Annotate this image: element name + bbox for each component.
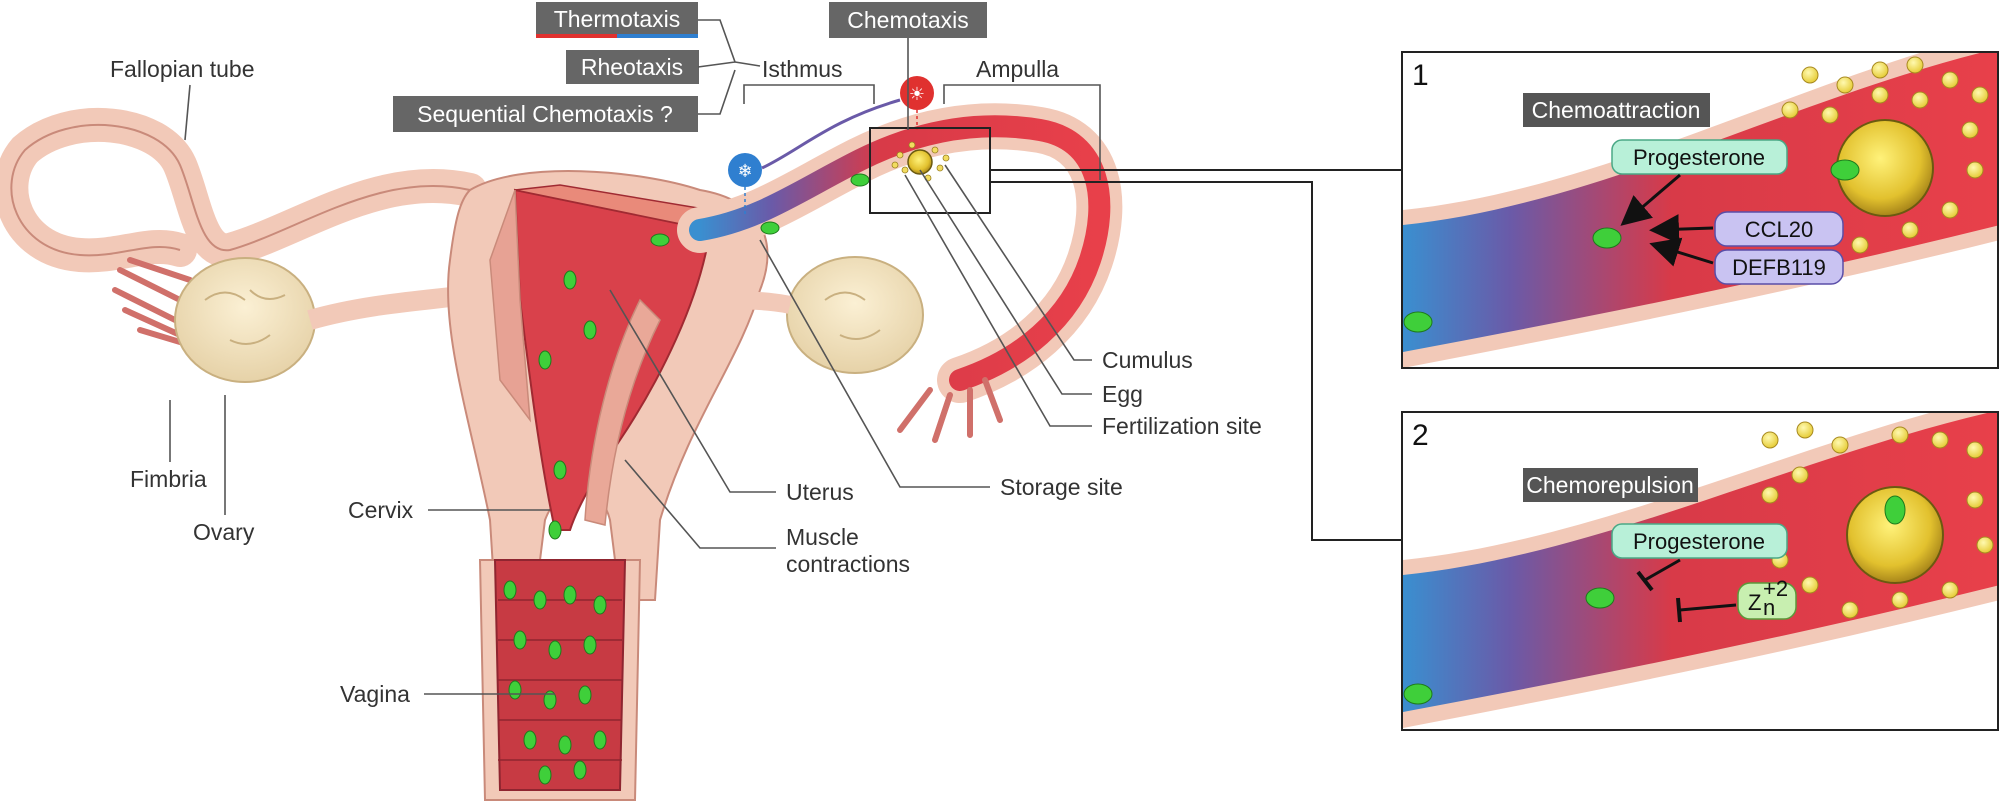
chemotaxis-box: Chemotaxis	[829, 2, 987, 38]
muscle-label-line1: Muscle	[786, 524, 859, 550]
rheotaxis-label: Rheotaxis	[581, 54, 683, 80]
isthmus-label: Isthmus	[762, 56, 843, 82]
panel-chemorepulsion: 2 Chemorepulsion Progesterone Z n +2	[1401, 411, 1999, 731]
cumulus-label: Cumulus	[1102, 347, 1193, 373]
panel1-ccl20-pill: CCL20	[1745, 217, 1813, 242]
panel2-zinc-label: Z	[1748, 590, 1761, 615]
egg	[907, 149, 933, 175]
panel2-zinc-subscript: n	[1763, 595, 1775, 620]
fallopian-tube-lumen	[689, 115, 1111, 391]
cold-thermometer-icon: ❄	[728, 153, 762, 187]
cervix-label: Cervix	[348, 497, 414, 523]
muscle-label-line2: contractions	[786, 551, 910, 577]
panel2-title: Chemorepulsion	[1526, 472, 1693, 498]
panel1-progesterone-pill: Progesterone	[1633, 145, 1765, 170]
ovary-label: Ovary	[193, 519, 255, 545]
fertilization-site-label: Fertilization site	[1102, 413, 1262, 439]
uterus-label: Uterus	[786, 479, 854, 505]
vagina-label: Vagina	[340, 681, 410, 707]
svg-text:❄: ❄	[737, 161, 752, 182]
fallopian-tube-label: Fallopian tube	[110, 56, 255, 82]
fimbria-label: Fimbria	[130, 466, 207, 492]
panel2-progesterone-pill: Progesterone	[1633, 529, 1765, 554]
thermotaxis-label: Thermotaxis	[554, 6, 681, 32]
rheotaxis-box: Rheotaxis	[566, 50, 699, 84]
left-ovary	[174, 257, 316, 383]
sequential-chemotaxis-box: Sequential Chemotaxis ?	[393, 96, 698, 132]
reproductive-tract-illustration	[0, 103, 1123, 801]
thermotaxis-box: Thermotaxis	[536, 2, 698, 38]
panel1-title: Chemoattraction	[1532, 97, 1701, 123]
egg-label: Egg	[1102, 381, 1143, 407]
svg-text:☀: ☀	[909, 84, 925, 105]
ampulla-label: Ampulla	[976, 56, 1059, 82]
sequential-chemotaxis-label: Sequential Chemotaxis ?	[417, 101, 673, 127]
panel1-number: 1	[1412, 59, 1429, 92]
right-ovary	[786, 256, 924, 374]
panel1-defb119-pill: DEFB119	[1732, 255, 1826, 280]
storage-site-label: Storage site	[1000, 474, 1123, 500]
hot-thermometer-icon: ☀	[900, 76, 934, 110]
panel2-number: 2	[1412, 419, 1429, 452]
sperm-cells-tract	[503, 173, 870, 785]
panel2-zinc-superscript: +2	[1763, 576, 1788, 601]
panel-chemoattraction: 1 Chemoattraction Progesterone CCL20 DEF…	[1401, 51, 1999, 369]
chemotaxis-label: Chemotaxis	[847, 7, 968, 33]
